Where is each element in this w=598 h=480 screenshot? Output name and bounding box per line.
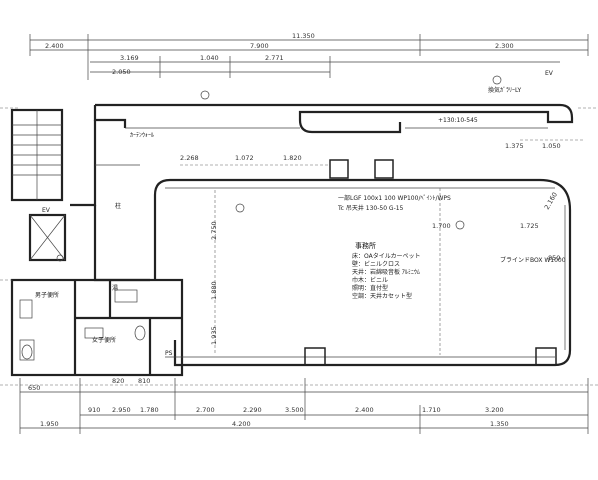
note-ceiling2: Tc 吊天井 130-50 G-15 [337, 204, 404, 212]
dim-bottom-2: 1.780 [140, 406, 159, 414]
dim-second-1: 1.040 [200, 54, 219, 62]
dim-left-bottom-2: 810 [138, 377, 150, 385]
dim-interior-11: 850 [548, 254, 560, 262]
ev-shaft [28, 213, 67, 262]
dim-interior-1: 1.072 [235, 154, 254, 162]
label-office: 事務所 [355, 241, 376, 250]
dim-bottom-7: 1.710 [422, 406, 441, 414]
note-exterior: +130:10-545 [438, 117, 478, 124]
office-spec-2: 壁：ビニルクロス [352, 260, 400, 268]
office-spec-1: 床：OAタイルカーペット [352, 252, 421, 260]
symbol-circle [200, 90, 210, 100]
office-spec-6: 空調：天井カセット型 [352, 292, 412, 300]
dim-interior-10: 2.160 [543, 191, 559, 211]
dim-bottom2-2: 1.350 [490, 420, 509, 428]
label-womens-wc: 女子便所 [92, 336, 116, 344]
dim-top-0: 2.400 [45, 42, 64, 50]
note-right-side: ブラインドBOX W1000 [500, 256, 566, 264]
dim-bottom2-0: 1.950 [40, 420, 59, 428]
dim-bottom-5: 3.500 [285, 406, 304, 414]
dim-interior-6: 1.700 [432, 222, 451, 230]
dim-interior-3: 2.750 [210, 221, 218, 240]
dim-interior-0: 2.268 [180, 154, 199, 162]
office-spec-5: 照明：直付型 [352, 284, 388, 292]
dim-left-bottom-1: 820 [112, 377, 124, 385]
dim-interior-4: 1.880 [210, 281, 218, 300]
grid-axes [0, 107, 598, 386]
column-2 [374, 159, 394, 179]
office-spec-4: 巾木：ビニル [352, 276, 388, 284]
column-3 [304, 347, 326, 366]
dim-top-total: 11.350 [292, 32, 315, 40]
interior-dimensions [180, 139, 585, 355]
note-ceiling: 一部LGF 100x1 100 WP100/ﾍﾟｲﾝﾄ/WPS [338, 194, 451, 202]
note-upper-left: ｶｰﾃﾝｳｫｰﾙ [130, 132, 154, 139]
note-top-right: 換気ｶﾞﾗﾘｰLY [488, 86, 522, 94]
label-ev: EV [42, 207, 51, 214]
restroom-block [10, 278, 184, 377]
dim-bottom2-1: 4.200 [232, 420, 251, 428]
dim-top-2: 2.300 [495, 42, 514, 50]
stair-block [10, 108, 64, 202]
symbol-circle [492, 75, 502, 85]
lobby-walls [70, 120, 150, 282]
dim-bottom-8: 3.200 [485, 406, 504, 414]
dim-interior-9: 1.375 [505, 142, 524, 150]
dim-left-bottom-0: 650 [28, 384, 40, 392]
dim-top-1: 7.900 [250, 42, 269, 50]
office-room-walls [153, 178, 572, 367]
dim-bottom-6: 2.400 [355, 406, 374, 414]
note-column: 柱 [115, 202, 121, 210]
dim-second-2: 2.771 [265, 54, 284, 62]
label-hot-water: 湯 [112, 284, 118, 292]
dim-second-3: 2.050 [112, 68, 131, 76]
office-spec-3: 天井：岩綿吸音板 ｱﾙﾐﾆｳﾑ [352, 268, 420, 276]
column-1 [329, 159, 349, 179]
dim-bottom-4: 2.290 [243, 406, 262, 414]
column-4 [535, 347, 557, 366]
dim-bottom-3: 2.700 [196, 406, 215, 414]
label-mens-wc: 男子便所 [35, 291, 59, 299]
dim-bottom-1: 2.950 [112, 406, 131, 414]
dim-interior-8: 1.725 [520, 222, 539, 230]
dim-interior-2: 1.820 [283, 154, 302, 162]
bottom-dimension-lines [19, 378, 589, 434]
label-ps: PS [165, 350, 173, 357]
dim-interior-7: 1.050 [542, 142, 561, 150]
dim-bottom-0: 910 [88, 406, 100, 414]
label-ev-top: EV [545, 70, 554, 77]
dim-second-0: 3.169 [120, 54, 139, 62]
dim-interior-5: 1.935 [210, 326, 218, 345]
symbol-circle [455, 220, 465, 230]
top-dimension-lines [29, 34, 589, 80]
upper-corridor-walls [93, 103, 574, 134]
symbol-circle [235, 203, 245, 213]
symbol-circle [56, 254, 64, 262]
